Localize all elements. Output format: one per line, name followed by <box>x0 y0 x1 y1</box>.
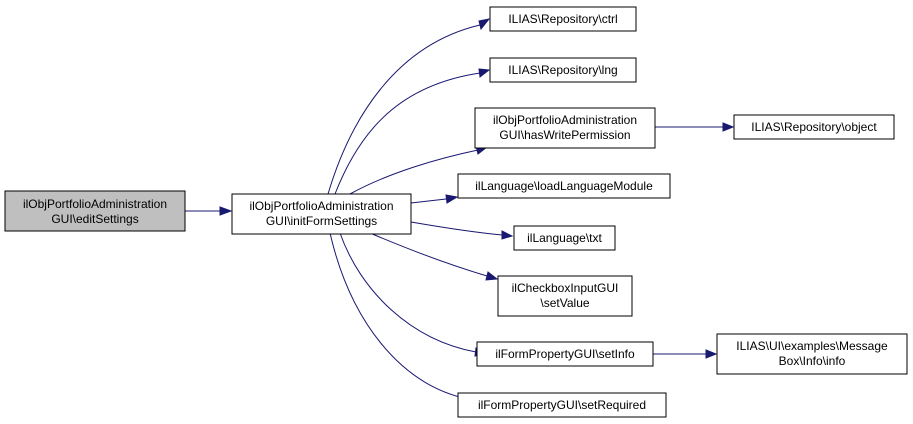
node-label: ilObjPortfolioAdministration <box>493 113 637 127</box>
edge-to-repo-lng <box>334 72 481 195</box>
node-repo-lng[interactable]: ILIAS\Repository\lng <box>489 57 637 83</box>
edge-to-checkbox-set-value <box>369 232 488 277</box>
arrow-head <box>722 122 735 132</box>
node-label: ILIAS\Repository\object <box>751 120 877 134</box>
node-box <box>489 57 637 83</box>
node-box <box>476 341 654 367</box>
node-label: GUI\editSettings <box>51 212 138 226</box>
node-label: ILIAS\UI\examples\Message <box>736 339 888 353</box>
node-has-write-permission[interactable]: ilObjPortfolioAdministration GUI\hasWrit… <box>474 107 656 149</box>
edge-to-repo-ctrl <box>327 24 481 195</box>
node-box <box>716 333 908 375</box>
node-label: ilFormPropertyGUI\setRequired <box>478 398 646 412</box>
arrow-head <box>705 349 718 359</box>
edge-to-set-info <box>339 232 477 353</box>
edge-to-load-language-module <box>410 198 447 204</box>
node-label: \setValue <box>540 296 589 310</box>
node-repo-object[interactable]: ILIAS\Repository\object <box>733 114 895 140</box>
arrow-head <box>219 206 233 216</box>
node-label: ilCheckboxInputGUI <box>512 281 619 295</box>
node-box <box>489 6 637 32</box>
node-language-txt[interactable]: ilLanguage\txt <box>513 225 616 251</box>
node-box <box>457 392 667 418</box>
node-load-language-module[interactable]: ilLanguage\loadLanguageModule <box>457 173 671 199</box>
node-box <box>4 190 186 232</box>
node-label: GUI\initFormSettings <box>266 214 377 228</box>
node-message-box-info[interactable]: ILIAS\UI\examples\Message Box\Info\info <box>716 333 908 375</box>
node-checkbox-set-value[interactable]: ilCheckboxInputGUI \setValue <box>497 275 633 317</box>
arrow-head <box>445 194 459 204</box>
node-box <box>231 193 412 235</box>
node-init-form-settings[interactable]: ilObjPortfolioAdministration GUI\initFor… <box>231 193 412 235</box>
node-label: ilFormPropertyGUI\setInfo <box>495 347 635 361</box>
node-label: GUI\hasWritePermission <box>499 128 630 142</box>
node-label: Box\Info\info <box>779 354 846 368</box>
node-box <box>497 275 633 317</box>
node-box <box>474 107 656 149</box>
node-label: ILIAS\Repository\ctrl <box>508 12 617 26</box>
node-set-info[interactable]: ilFormPropertyGUI\setInfo <box>476 341 654 367</box>
arrow-head <box>478 68 491 78</box>
node-label: ilObjPortfolioAdministration <box>23 197 167 211</box>
node-repo-ctrl[interactable]: ILIAS\Repository\ctrl <box>489 6 637 32</box>
node-set-required[interactable]: ilFormPropertyGUI\setRequired <box>457 392 667 418</box>
node-label: ilLanguage\txt <box>527 231 602 245</box>
node-label: ilLanguage\loadLanguageModule <box>475 179 653 193</box>
arrow-head <box>501 230 514 240</box>
node-label: ilObjPortfolioAdministration <box>249 199 393 213</box>
node-edit-settings[interactable]: ilObjPortfolioAdministration GUI\editSet… <box>4 190 186 232</box>
arrow-head <box>485 271 499 281</box>
node-box <box>733 114 895 140</box>
edge-to-language-txt <box>410 221 503 236</box>
node-box <box>513 225 616 251</box>
edge-to-has-write-permission <box>349 149 479 195</box>
arrow-head <box>478 18 491 31</box>
edge-to-set-required <box>329 232 469 400</box>
node-box <box>457 173 671 199</box>
node-label: ILIAS\Repository\lng <box>508 63 617 77</box>
